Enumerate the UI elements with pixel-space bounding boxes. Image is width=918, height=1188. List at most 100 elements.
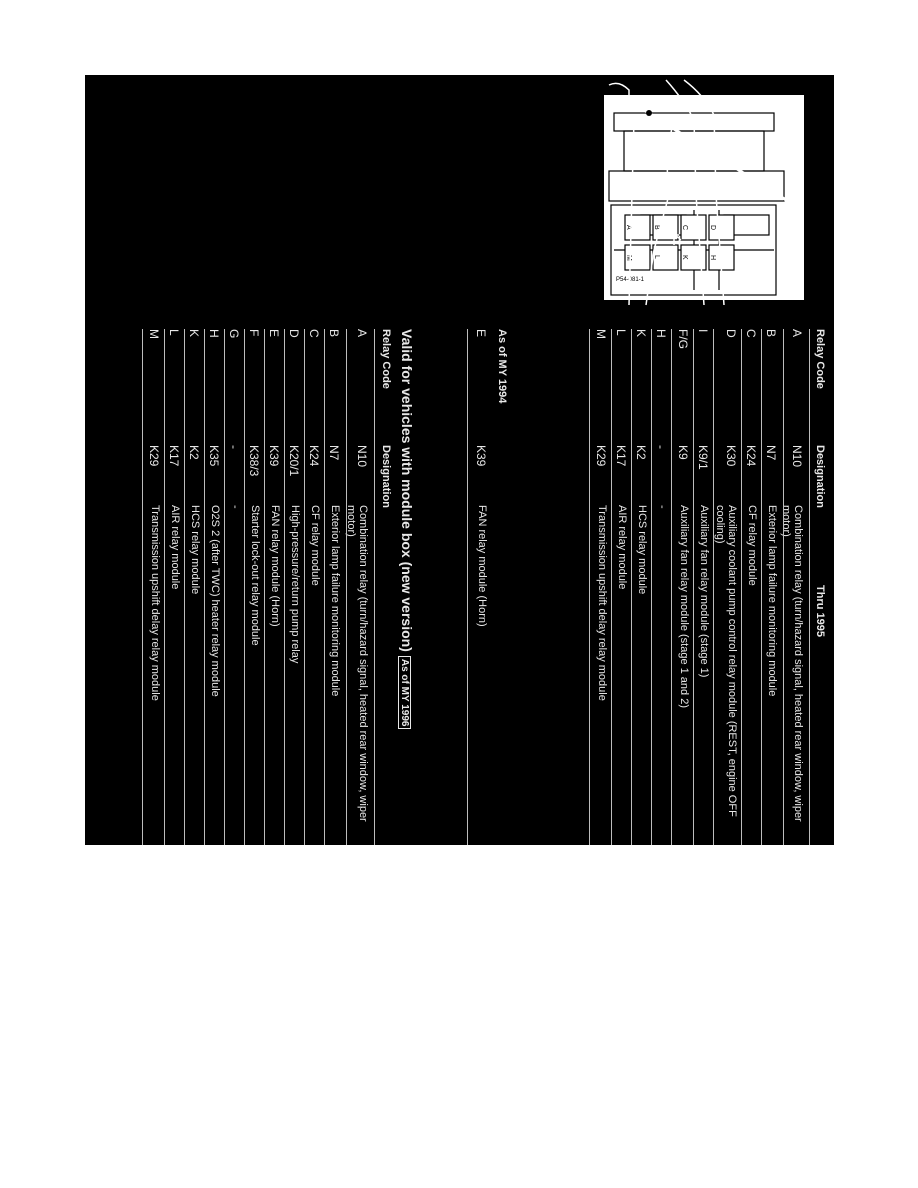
relay-label-l: L [653,255,660,259]
table1-row-description-cell: Transmission upshift delay relay module [596,505,608,701]
table1-row-code-cell: L [614,329,628,336]
table2-row-code-cell: A [355,329,369,338]
table2-row-description-cell: CF relay module [309,505,321,586]
table1-row-description-cell: CF relay module [746,505,758,586]
table1-row-row-rule [693,329,694,845]
table2-row-row-rule [244,329,245,845]
subheading-as-of-my-1994: As of MY 1994 [496,329,508,404]
table1-row-row-rule [589,329,590,845]
table2-row-designation-cell: K39 [267,445,281,467]
table2-row-row-rule [304,329,305,845]
table2-row-code-cell: F [247,329,261,337]
table2-row-description-cell: AIR relay module [169,505,181,590]
table2-row-row-rule [346,329,347,845]
table1-row-description-cell: Auxiliary coolant pump control relay mod… [714,505,738,817]
table2-row-description-cell: Starter lock-out relay module [249,505,261,646]
table1-row-description-cell: Auxiliary fan relay module (stage 1) [698,505,710,678]
rotated-content: A B C D M L K H P54-081-1 [85,75,834,845]
table2-row-description-cell: Transmission upshift delay relay module [149,505,161,701]
table2-row-code-cell: H [207,329,221,338]
table2-row-row-rule [284,329,285,845]
table1-row-designation-cell: K17 [614,445,628,467]
table1-row-row-rule [761,329,762,845]
table1-row-row-rule [741,329,742,845]
table2-row-row-rule [164,329,165,845]
table1-row-designation-cell: - [654,445,668,449]
table2-row-description-cell: Combination relay (turn/hazard signal, h… [345,505,369,822]
relay-label-k: K [681,255,688,260]
table1-row-description-cell: - [656,505,668,509]
table2-row-description-cell: Exterior lamp failure monitoring module [329,505,341,697]
table2-row-designation-cell: K24 [307,445,321,467]
header-designation: Designation [814,445,826,508]
table2-row-code-cell: M [147,329,161,339]
table2-row-row-rule [184,329,185,845]
leader-dot [646,110,652,116]
table1-row-row-rule [611,329,612,845]
table2-row-row-rule [204,329,205,845]
relay-label-h: H [709,255,716,260]
table1-row-row-rule [631,329,632,845]
table1-row-code-cell: C [744,329,758,338]
table2-row-description-cell: High-pressure/return pump relay [289,505,301,664]
table1-row-code-cell: M [594,329,608,339]
table2-row-code-cell: D [287,329,301,338]
header2-relay-code: Relay Code [380,329,392,389]
table2-row-description-cell: O2S 2 (after TWC) heater relay module [209,505,221,697]
table1-row-description-cell: Exterior lamp failure monitoring module [766,505,778,697]
table1-row-code-cell: A [790,329,804,338]
table1-row-description-cell: Auxiliary fan relay module (stage 1 and … [678,505,690,708]
table2-row-designation-cell: K29 [147,445,161,467]
table2-row-code-cell: G [227,329,241,339]
table1-row-designation-cell: K9/1 [696,445,710,470]
table1-row-code-cell: K [634,329,648,338]
table2-row-designation-cell: K17 [167,445,181,467]
as-of-my-1996-badge: As of MY 1996 [398,655,411,730]
table2-row-designation-cell: N7 [327,445,341,461]
relay-label-d: D [709,225,716,230]
table1-row-code-cell: B [764,329,778,338]
table1-sub-row-designation-cell: K39 [474,445,488,467]
table2-row-code-cell: L [167,329,181,336]
table2-row-description-cell: HCS relay module [189,505,201,595]
relay-box-illustration: A B C D M L K H P54-081-1 [604,79,804,306]
table1-row-designation-cell: N7 [764,445,778,461]
table2-row-description-cell: - [229,505,241,509]
table1-row-row-rule [713,329,714,845]
table1-row-designation-cell: K24 [744,445,758,467]
table2-row-designation-cell: K35 [207,445,221,467]
scanned-page: A B C D M L K H P54-081-1 [85,75,834,845]
table2-row-designation-cell: K38/3 [247,445,261,477]
header-relay-code: Relay Code [814,329,826,389]
table1-sub-row-code-cell: E [474,329,488,338]
table2-row-designation-cell: N10 [355,445,369,468]
table1-row-description-cell: AIR relay module [616,505,628,590]
table1-row-code-cell: F/G [676,329,690,349]
header-thru-1995: Thru 1995 [814,585,826,637]
section-title-new-version: Valid for vehicles with module box (new … [398,329,415,730]
table2-row-row-rule [142,329,143,845]
leader-line [643,108,795,207]
table1-sub-row-row-rule [467,329,468,845]
table1-row-code-cell: I [696,329,710,333]
header2-designation: Designation [380,445,392,508]
table1-row-row-rule [651,329,652,845]
table1-row-designation-cell: K29 [594,445,608,467]
table1-row-code-cell: D [724,329,738,338]
vehicle-location-drawing [608,79,725,306]
table1-row-designation-cell: K2 [634,445,648,460]
table2-row-row-rule [224,329,225,845]
relay-label-b: B [653,225,660,230]
table1-row-code-cell: H [654,329,668,338]
table1-row-designation-cell: K30 [724,445,738,467]
table2-row-designation-cell: K20/1 [287,445,301,477]
relay-label-a: A [625,225,632,230]
table2-row-designation-cell: - [227,445,241,449]
header2-rule [374,329,375,845]
relay-label-m: M [625,255,632,261]
table1-row-row-rule [671,329,672,845]
table1-sub-row-description-cell: FAN relay module (Horn) [476,505,488,627]
header-rule [809,329,810,845]
table2-row-code-cell: B [327,329,341,338]
table1-row-designation-cell: N10 [790,445,804,468]
